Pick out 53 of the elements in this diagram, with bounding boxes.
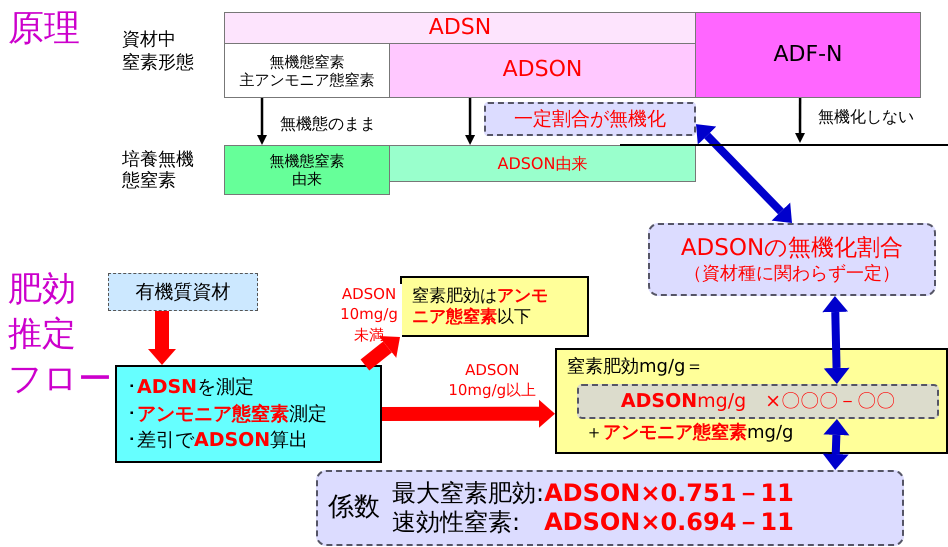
coefficient-box	[316, 470, 904, 546]
arrow	[257, 98, 268, 145]
section-heading: 推定	[8, 315, 76, 354]
box-text: ＋アンモニア態窒素mg/g	[585, 422, 794, 444]
band-box	[389, 145, 696, 182]
arrow	[696, 124, 792, 223]
arrow	[822, 419, 850, 470]
box-text: 一定割合が無機化	[514, 108, 666, 130]
box-text: ADSONmg/g ×〇〇〇－〇〇	[620, 390, 896, 413]
box-text: ADSONの無機化割合	[680, 234, 904, 262]
section-heading: フロー	[8, 360, 112, 400]
arrow	[465, 98, 476, 145]
arrow	[148, 311, 176, 365]
note-box	[648, 223, 936, 296]
formula-box	[577, 384, 939, 419]
process-box	[115, 365, 382, 463]
band-box	[389, 43, 696, 98]
box-text: 主アンモニア態窒素	[240, 70, 374, 88]
box-text: （資材種に関わらず一定）	[684, 262, 900, 284]
result-box	[400, 276, 589, 337]
edge-label: 無機化しない	[818, 106, 914, 128]
box-text: 最大窒素肥効:ADSON×0.751－11	[392, 479, 794, 508]
arrow	[795, 98, 806, 143]
arrow	[360, 336, 400, 370]
box-text: 無機態窒素	[270, 52, 344, 70]
arrow	[822, 296, 850, 384]
band-box	[224, 145, 390, 195]
row-label: 培養無機態窒素	[122, 150, 195, 192]
box-text: ADSN	[428, 14, 492, 42]
box-text: ADSON由来	[498, 154, 588, 174]
band-box	[224, 12, 696, 44]
box-text: ADSON	[502, 57, 582, 84]
box-text: ･差引でADSON算出	[127, 428, 308, 454]
box-text: 無機態窒素由来	[268, 152, 346, 188]
note-box	[484, 102, 696, 136]
box-text: 係数	[328, 492, 380, 524]
section-heading: 原理	[8, 8, 80, 50]
section-heading: 肥効	[8, 270, 76, 310]
formula-box	[555, 348, 948, 454]
box-text: 有機質資材	[136, 280, 230, 304]
box-text: ･ADSNを測定	[127, 375, 254, 400]
box-text: 速効性窒素: ADSON×0.694－11	[392, 508, 794, 537]
arrow	[382, 400, 555, 428]
row-label: 資材中	[122, 30, 176, 51]
box-text: ADF-N	[773, 42, 843, 68]
box-text: 窒素肥効はアンモニア態窒素以下	[412, 286, 549, 327]
box-text: ･アンモニア態窒素測定	[127, 402, 327, 427]
material-box	[108, 273, 258, 311]
band-box	[224, 43, 390, 98]
edge-label: 無機態のまま	[280, 113, 376, 135]
band-box	[695, 12, 921, 98]
row-label: 窒素形態	[122, 53, 194, 74]
box-text: 窒素肥効mg/g＝	[567, 356, 704, 378]
